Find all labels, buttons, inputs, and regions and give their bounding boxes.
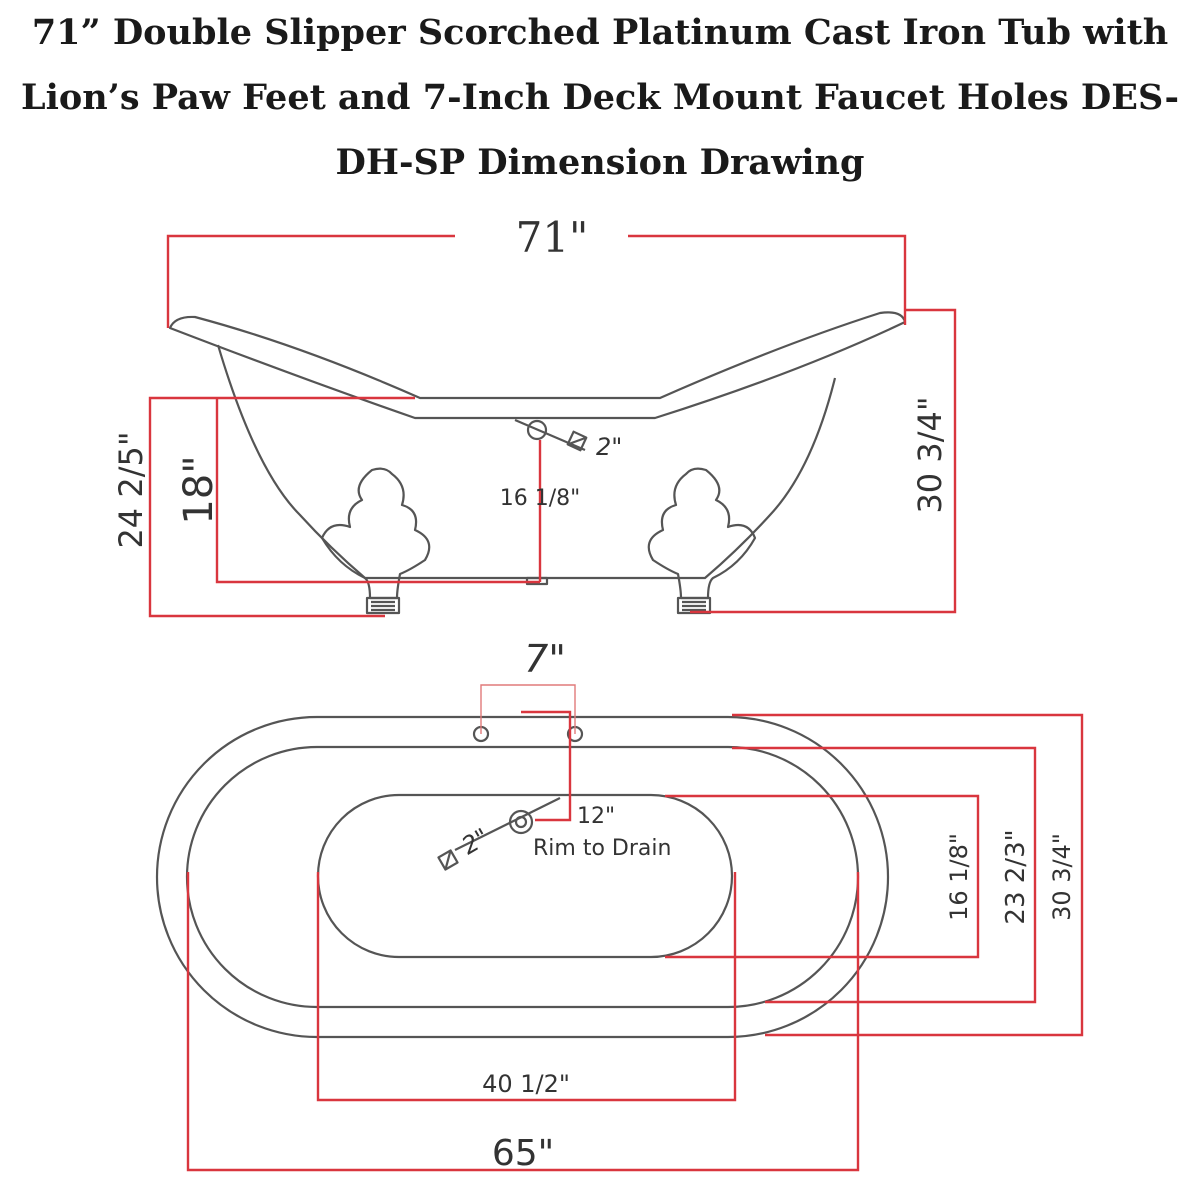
dim-mid-width xyxy=(732,746,1037,1004)
title-line-1: 71” Double Slipper Scorched Platinum Cas… xyxy=(31,12,1169,53)
page-title: 71” Double Slipper Scorched Platinum Cas… xyxy=(20,0,1180,195)
top-view: 7" 12" Rim to Drain 2" 16 1/8" 23 2/3" 3… xyxy=(155,637,1084,1174)
dim-basin-height xyxy=(215,398,540,584)
dim-inner-width xyxy=(665,794,980,959)
left-claw-foot xyxy=(320,467,431,600)
dim-inner-length xyxy=(316,872,737,1102)
outer-rim-outline xyxy=(155,715,890,1039)
label-overall-height-right: 30 3/4" xyxy=(911,396,949,513)
side-view: 71" 2" 16 1/8" 24 2/5" 18" 30 3/4" xyxy=(112,213,957,618)
tub-rim-outline xyxy=(168,311,907,420)
dim-rim-to-drain xyxy=(521,710,572,822)
label-overall-length: 71" xyxy=(516,213,589,262)
label-faucet-spacing: 7" xyxy=(524,637,566,681)
dim-faucet-spacing xyxy=(480,684,576,734)
label-outer-width: 30 3/4" xyxy=(1048,833,1076,921)
dim-overall-height-right xyxy=(690,308,957,614)
label-inner-length: 40 1/2" xyxy=(482,1070,570,1098)
dim-outer-width xyxy=(732,713,1084,1037)
inner-rim-outline xyxy=(185,745,860,1009)
title-line-2: Lion’s Paw Feet and 7-Inch Deck Mount Fa… xyxy=(20,77,1180,118)
title-line-3: DH-SP Dimension Drawing xyxy=(335,142,865,183)
label-drain-size-side: 2" xyxy=(596,433,622,461)
label-overall-height-left: 24 2/5" xyxy=(112,431,150,548)
dim-outer-length xyxy=(186,872,860,1172)
label-basin-height: 18" xyxy=(176,455,222,524)
dim-overall-height-left xyxy=(148,396,415,618)
label-rim-to-drain-value: 12" xyxy=(577,804,615,829)
label-drain-size-top: 2" xyxy=(457,823,494,860)
label-outer-length: 65" xyxy=(492,1133,554,1174)
right-claw-foot xyxy=(647,467,757,600)
label-mid-width: 23 2/3" xyxy=(1001,829,1031,924)
label-drain-height: 16 1/8" xyxy=(500,486,581,511)
label-inner-width: 16 1/8" xyxy=(945,833,973,921)
left-foot-base xyxy=(365,596,401,615)
side-drain-icon xyxy=(526,419,548,441)
drain-diameter-icon xyxy=(566,430,588,452)
drain-diameter-icon-top xyxy=(437,849,459,871)
label-rim-to-drain: Rim to Drain xyxy=(533,836,671,861)
dim-overall-length xyxy=(166,234,907,328)
